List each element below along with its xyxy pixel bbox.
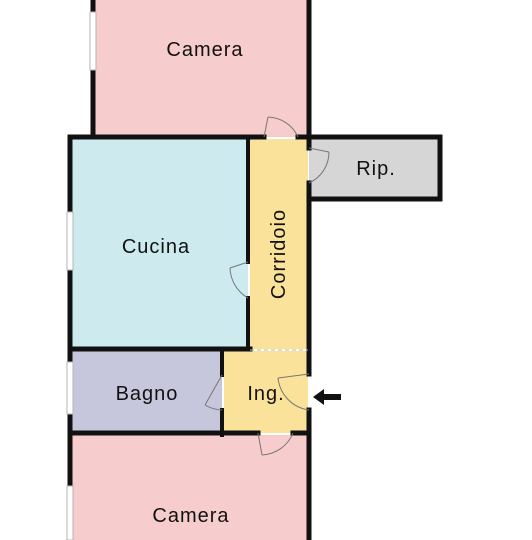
door-cucina: [229, 261, 249, 299]
bagno-label: Bagno: [116, 383, 179, 405]
window-camera-top: [89, 11, 97, 71]
corridoio-room: [250, 139, 308, 349]
camera-top-label: Camera: [166, 39, 243, 61]
door-ripostiglio: [308, 147, 330, 184]
ripostiglio-room: [309, 137, 439, 198]
doors: [204, 116, 330, 456]
window-cucina: [66, 211, 74, 271]
ripostiglio-label: Rip.: [356, 158, 396, 180]
door-camera-bottom: [257, 432, 294, 456]
cucina-room: [72, 139, 248, 349]
entrance-arrow-icon: [313, 389, 341, 405]
camera-bottom-label: Camera: [152, 505, 229, 527]
bagno-room: [72, 351, 222, 433]
window-bagno: [66, 361, 74, 415]
cucina-label: Cucina: [122, 236, 190, 258]
camera-bottom-room: [72, 435, 308, 540]
camera-top-room: [93, 0, 309, 137]
corridoio-label: Corridoio: [268, 209, 290, 299]
ingresso-label: Ing.: [247, 383, 284, 405]
door-bagno: [204, 374, 223, 411]
door-camera-top: [263, 116, 299, 138]
door-entrance: [277, 373, 310, 411]
window-camera-bottom: [66, 485, 74, 540]
ingresso-room: [224, 351, 308, 433]
windows: [66, 11, 97, 540]
